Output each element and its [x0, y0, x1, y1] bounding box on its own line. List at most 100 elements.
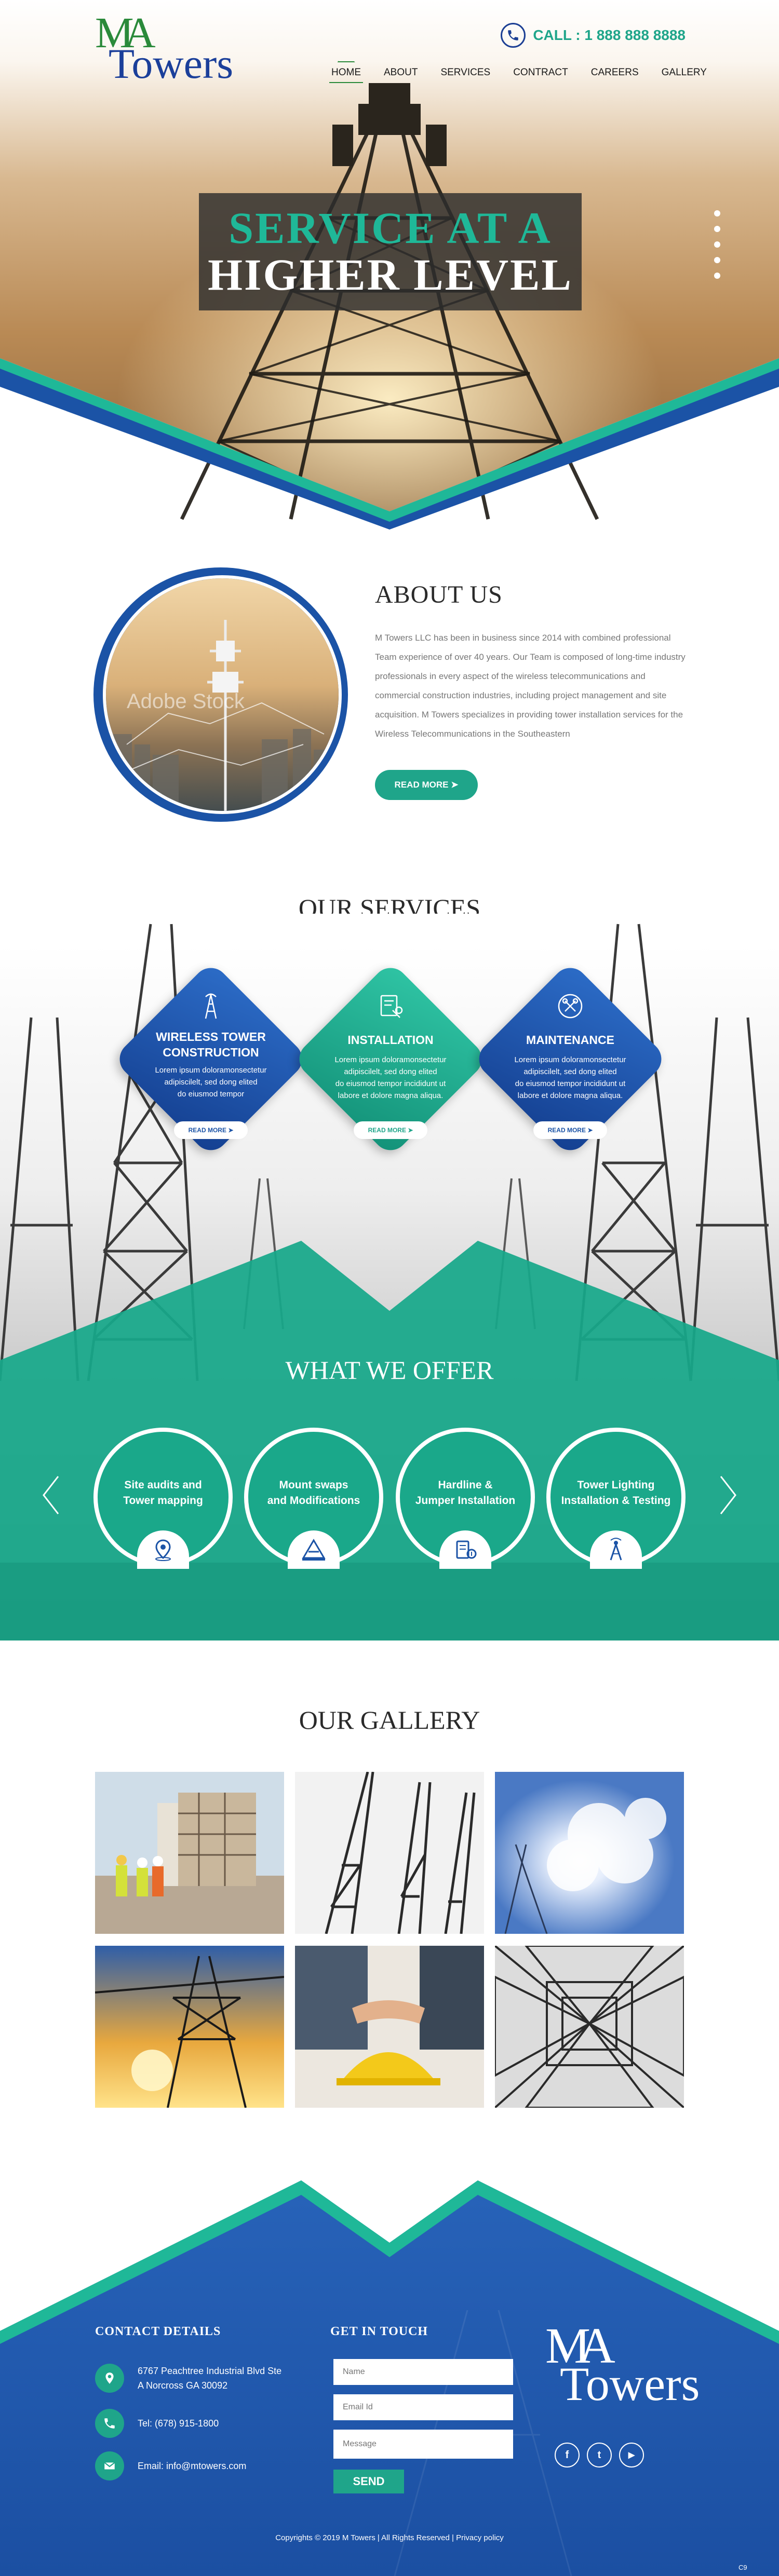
hero-title-box: SERVICE AT A HIGHER LEVEL: [199, 193, 582, 310]
offer-icon-holder: [439, 1530, 491, 1569]
name-field[interactable]: [333, 2359, 513, 2385]
nav-home[interactable]: HOME: [320, 63, 372, 83]
offer-label-line: and Modifications: [267, 1495, 360, 1507]
offer-label: Site audits and Tower mapping: [108, 1477, 218, 1509]
logo-towers: Towers: [560, 2357, 700, 2410]
map-pin-icon: [155, 1539, 171, 1561]
slider-dot[interactable]: [714, 210, 720, 216]
gallery-image-handshake[interactable]: [295, 1946, 484, 2108]
logo-a: A: [124, 9, 156, 57]
service-card-wireless[interactable]: WIRELESS TOWER CONSTRUCTION Lorem ipsum …: [112, 960, 310, 1158]
slider-dot[interactable]: [714, 241, 720, 248]
blueprint-icon: [380, 995, 403, 1018]
gallery-image-powerline[interactable]: [95, 1946, 284, 2108]
hero-section: M A Towers CALL : 1 888 888 8888 HOME AB…: [0, 0, 779, 530]
logo-m: M: [545, 2318, 591, 2374]
address-line: A Norcross GA 30092: [138, 2380, 228, 2391]
service-read-more-label: READ MORE: [368, 1127, 406, 1134]
email-row[interactable]: Email: info@mtowers.com: [95, 2451, 246, 2480]
slider-dots: [714, 210, 720, 279]
hardline-icon: [456, 1540, 477, 1559]
offer-item-hardline[interactable]: Hardline & Jumper Installation: [396, 1428, 535, 1569]
offer-label-line: Jumper Installation: [415, 1495, 516, 1507]
offer-label-line: Site audits and: [124, 1479, 202, 1491]
service-text-line: Lorem ipsum doloramonsectetur: [334, 1055, 447, 1064]
email-text: Email: info@mtowers.com: [138, 2461, 247, 2471]
offer-item-site-audits[interactable]: Site audits and Tower mapping: [93, 1428, 233, 1569]
service-text-line: do eiusmod tempor incididunt ut: [335, 1079, 446, 1088]
service-card-installation[interactable]: INSTALLATION Lorem ipsum doloramonsectet…: [292, 960, 489, 1158]
arrow-circle-icon: ➤: [228, 1127, 234, 1134]
service-text-line: Lorem ipsum doloramonsectetur: [155, 1066, 267, 1075]
about-read-more-label: READ MORE: [394, 780, 449, 790]
tel-row[interactable]: Tel: (678) 915-1800: [95, 2409, 219, 2438]
offer-label-line: Mount swaps: [279, 1479, 348, 1491]
slider-dot[interactable]: [714, 273, 720, 279]
chevron-left-icon[interactable]: [41, 1474, 61, 1516]
offer-label: Mount swaps and Modifications: [259, 1477, 369, 1509]
offer-icon-holder: [288, 1530, 340, 1569]
gallery-image-lattice[interactable]: [495, 1946, 684, 2108]
nav-careers[interactable]: CAREERS: [590, 67, 639, 78]
logo-a: A: [579, 2318, 615, 2374]
tools-icon: [558, 994, 583, 1019]
service-read-more-label: READ MORE: [547, 1127, 586, 1134]
service-text-line: adipiscilelt, sed dong elited: [523, 1067, 617, 1076]
gallery-image-workers[interactable]: [95, 1772, 284, 1934]
gallery-image-towers[interactable]: [295, 1772, 484, 1934]
service-read-more-button[interactable]: READ MORE ➤: [354, 1121, 427, 1139]
email-field[interactable]: [333, 2394, 513, 2420]
hero-title-line1: SERVICE AT A: [229, 203, 552, 253]
offer-item-mount-swaps[interactable]: Mount swaps and Modifications: [244, 1428, 383, 1569]
service-text-line: adipiscilelt, sed dong elited: [164, 1078, 258, 1087]
send-button[interactable]: SEND: [333, 2470, 404, 2493]
footer-background: [0, 2180, 779, 2576]
offer-label-line: Hardline &: [438, 1479, 493, 1491]
nav-services[interactable]: SERVICES: [440, 67, 491, 78]
about-title: ABOUT US: [375, 581, 503, 608]
address-text: 6767 Peachtree Industrial Blvd Ste A Nor…: [138, 2364, 281, 2393]
hero-title-line2: HIGHER LEVEL: [208, 250, 573, 300]
offer-label-line: Installation & Testing: [561, 1495, 671, 1507]
phone-icon: [95, 2409, 124, 2438]
gallery-image-clouds[interactable]: [495, 1772, 684, 1934]
offer-icon-holder: [590, 1530, 642, 1569]
tower-icon: [205, 993, 217, 1019]
nav-contract[interactable]: CONTRACT: [513, 67, 568, 78]
nav-about[interactable]: ABOUT: [384, 67, 418, 78]
arrow-circle-icon: ➤: [587, 1127, 593, 1134]
offer-item-tower-lighting[interactable]: Tower Lighting Installation & Testing: [546, 1428, 686, 1569]
service-title: WIRELESS TOWER CONSTRUCTION: [133, 1029, 289, 1060]
offer-label: Hardline & Jumper Installation: [410, 1477, 520, 1509]
call-label: CALL : 1 888 888 8888: [533, 27, 686, 43]
address-line: 6767 Peachtree Industrial Blvd Ste: [138, 2366, 282, 2376]
service-title-line: INSTALLATION: [347, 1033, 434, 1047]
arrow-circle-icon: ➤: [408, 1127, 413, 1134]
twitter-icon[interactable]: t: [587, 2443, 612, 2467]
service-read-more-button[interactable]: READ MORE ➤: [174, 1121, 248, 1139]
copyright-text: Copyrights © 2019 M Towers | All Rights …: [275, 2533, 504, 2542]
main-nav: HOME ABOUT SERVICES CONTRACT CAREERS GAL…: [320, 63, 718, 83]
service-text: Lorem ipsum doloramonsectetur adipiscile…: [149, 1064, 273, 1100]
message-field[interactable]: [333, 2430, 513, 2459]
slider-dot[interactable]: [714, 257, 720, 263]
service-text-line: adipiscilelt, sed dong elited: [344, 1067, 437, 1076]
logo[interactable]: M A Towers: [95, 9, 233, 89]
service-read-more-button[interactable]: READ MORE ➤: [533, 1121, 607, 1139]
about-watermark: Adobe Stock: [127, 690, 245, 713]
tel-text: Tel: (678) 915-1800: [138, 2418, 219, 2429]
service-title-line: CONSTRUCTION: [163, 1046, 259, 1059]
service-card-maintenance[interactable]: MAINTENANCE Lorem ipsum doloramonsectetu…: [472, 960, 669, 1158]
nav-gallery[interactable]: GALLERY: [661, 67, 707, 78]
youtube-icon[interactable]: ▶: [619, 2443, 644, 2467]
call-link[interactable]: CALL : 1 888 888 8888: [501, 23, 686, 48]
arrow-circle-icon: ➤: [451, 780, 459, 790]
footer-logo[interactable]: M A Towers: [545, 2318, 700, 2419]
facebook-icon[interactable]: f: [555, 2443, 580, 2467]
chevron-right-icon[interactable]: [718, 1474, 738, 1516]
about-read-more-button[interactable]: READ MORE ➤: [375, 770, 478, 800]
offer-title: WHAT WE OFFER: [285, 1355, 494, 1385]
map-pin-icon: [95, 2364, 124, 2393]
tower-light-icon: [610, 1538, 622, 1561]
slider-dot[interactable]: [714, 226, 720, 232]
